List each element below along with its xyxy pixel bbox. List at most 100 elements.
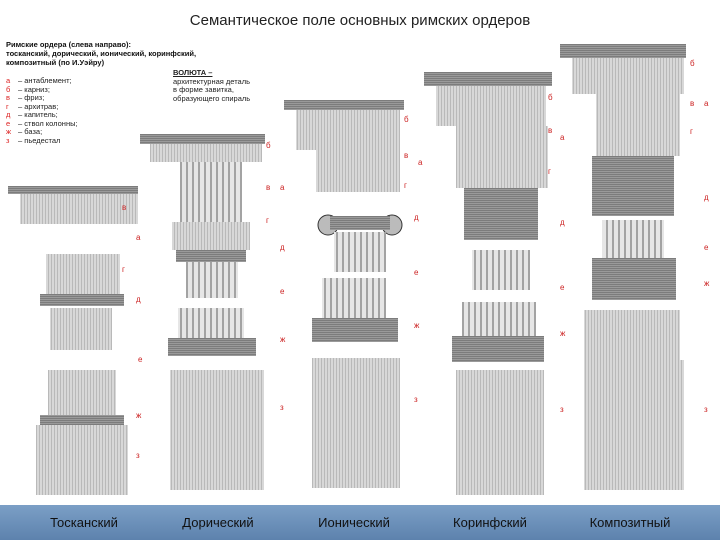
doric-architrave xyxy=(172,222,250,250)
volute-title: ВОЛЮТА – xyxy=(173,68,213,77)
code-zh-2: ж xyxy=(280,335,286,344)
composite-cornice xyxy=(560,44,686,58)
legend-heading: Римские ордера (слева направо): xyxy=(6,40,131,49)
code-v-4: в xyxy=(548,126,552,135)
footer-band: Тосканский Дорический Ионический Коринфс… xyxy=(0,505,720,540)
code-v: в xyxy=(122,203,126,212)
doric-cornice xyxy=(140,134,265,144)
code-e: е xyxy=(138,355,143,364)
doric-pedestal xyxy=(170,370,264,490)
legend-row: з– пьедестал xyxy=(6,135,61,145)
order-label-ionic: Ионический xyxy=(318,515,390,530)
code-z-2: з xyxy=(280,403,284,412)
tuscan-shaft-base xyxy=(48,370,116,415)
code-b-4: б xyxy=(548,93,553,102)
composite-architrave xyxy=(596,94,680,156)
ionic-cornice xyxy=(284,100,404,110)
tuscan-order xyxy=(8,186,138,495)
code-d-2: д xyxy=(280,243,285,252)
composite-shaft xyxy=(602,220,664,258)
composite-pedestal xyxy=(584,360,684,490)
code-e-2: е xyxy=(280,287,285,296)
legend-row: г– архитрав; xyxy=(6,101,59,111)
composite-order xyxy=(560,44,686,490)
code-v-5: в xyxy=(690,99,694,108)
corinthian-shaft xyxy=(472,250,530,290)
ionic-pedestal xyxy=(312,358,400,488)
code-zh-4: ж xyxy=(560,329,566,338)
code-d: д xyxy=(136,295,141,304)
tuscan-capital xyxy=(40,294,124,306)
tuscan-cornice xyxy=(8,186,138,194)
composite-capital xyxy=(592,156,674,216)
legend-row: е– ствол колонны; xyxy=(6,118,78,128)
doric-capital xyxy=(176,250,246,262)
volute-line: архитектурная деталь xyxy=(173,76,251,86)
code-b-2: б xyxy=(266,141,271,150)
volute-line: образующего спираль xyxy=(173,93,251,103)
code-g: г xyxy=(122,265,125,274)
composite-frieze xyxy=(572,58,684,94)
doric-frieze xyxy=(150,144,262,162)
ionic-order xyxy=(284,100,404,488)
doric-order xyxy=(140,134,265,490)
legend-row: б– карниз; xyxy=(6,84,50,94)
tuscan-pedestal xyxy=(36,425,128,495)
corinthian-shaft-lower xyxy=(462,302,536,336)
code-a-5: а xyxy=(704,99,709,108)
code-d-5: д xyxy=(704,193,709,202)
ionic-shaft-lower xyxy=(322,278,386,318)
legend: Римские ордера (слева направо): тосканск… xyxy=(6,40,206,145)
composite-pedestal-top xyxy=(584,310,680,360)
legend-subheading: тосканский, дорический, ионический, кори… xyxy=(6,49,197,67)
tuscan-architrave xyxy=(46,254,120,294)
corinthian-order xyxy=(424,72,552,495)
legend-row: а– антаблемент; xyxy=(6,76,72,85)
code-e-4: е xyxy=(560,283,565,292)
code-g-5: г xyxy=(690,127,693,136)
order-label-tuscan: Тосканский xyxy=(50,515,118,530)
code-z-3: з xyxy=(414,395,418,404)
code-a-3: а xyxy=(418,158,423,167)
ionic-capital xyxy=(330,216,390,230)
doric-base xyxy=(168,338,256,356)
ionic-base xyxy=(312,318,398,342)
volute-line: в форме завитка, xyxy=(173,85,234,94)
doric-shaft xyxy=(186,262,238,298)
order-label-composite: Композитный xyxy=(589,515,671,530)
code-v-2: в xyxy=(266,183,270,192)
code-zh-3: ж xyxy=(414,321,420,330)
doric-triglyphs xyxy=(180,162,242,222)
code-e-5: е xyxy=(704,243,709,252)
code-a-4: а xyxy=(560,133,565,142)
code-z-5: з xyxy=(704,405,708,414)
code-z-4: з xyxy=(560,405,564,414)
corinthian-cornice xyxy=(424,72,552,86)
composite-base xyxy=(592,258,676,300)
corinthian-base xyxy=(452,336,544,362)
corinthian-architrave xyxy=(456,126,548,188)
legend-row: ж– база; xyxy=(6,127,43,136)
code-g-2: г xyxy=(266,216,269,225)
page-title: Семантическое поле основных римских орде… xyxy=(189,12,531,29)
legend-row: в– фриз; xyxy=(6,93,45,102)
orders-illustration: в а г д е ж з б в а г д е ж з б в а г д … xyxy=(8,44,710,495)
code-e-3: е xyxy=(414,268,419,277)
corinthian-frieze xyxy=(436,86,546,126)
order-label-doric: Дорический xyxy=(182,515,254,530)
code-letters: в а г д е ж з б в а г д е ж з б в а г д … xyxy=(122,59,710,460)
tuscan-base xyxy=(40,415,124,425)
code-z: з xyxy=(136,451,140,460)
doric-shaft-lower xyxy=(178,308,244,338)
code-a: а xyxy=(136,233,141,242)
code-d-3: д xyxy=(414,213,419,222)
code-zh: ж xyxy=(136,411,142,420)
code-a-2: а xyxy=(280,183,285,192)
code-d-4: д xyxy=(560,218,565,227)
code-zh-5: ж xyxy=(704,279,710,288)
order-label-corinthian: Коринфский xyxy=(453,515,527,530)
code-g-3: г xyxy=(404,181,407,190)
corinthian-capital xyxy=(464,188,538,240)
tuscan-shaft-top xyxy=(50,308,112,350)
ionic-frieze xyxy=(296,110,400,150)
